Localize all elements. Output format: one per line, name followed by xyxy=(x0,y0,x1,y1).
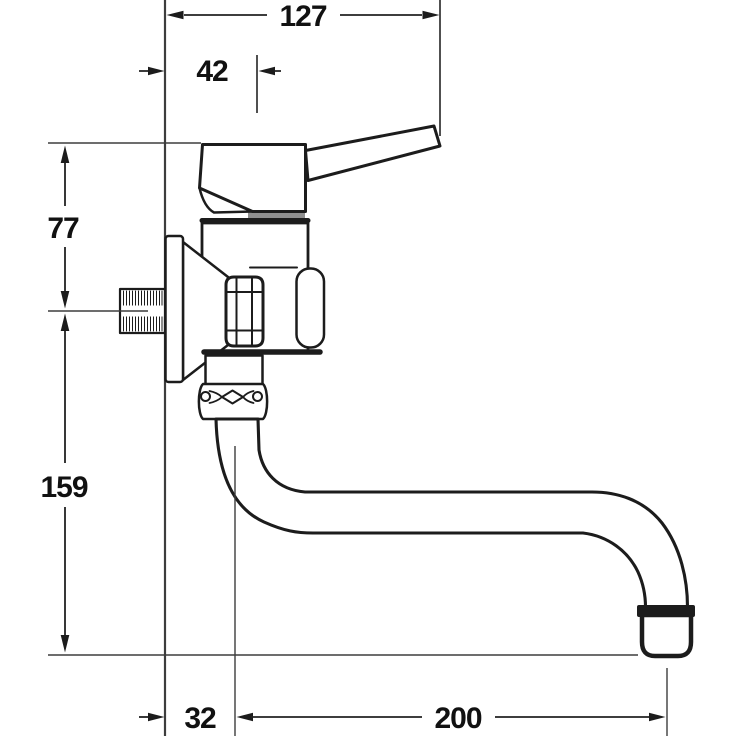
dimensions: 127 42 77 159 32 xyxy=(40,0,668,736)
knurl-right-dot xyxy=(252,391,263,402)
wall-flange xyxy=(164,234,185,384)
dim-arrow-127-right xyxy=(422,10,440,20)
reference-lines xyxy=(48,0,638,736)
dim-arrow-77-top xyxy=(60,145,70,163)
cartridge-seam xyxy=(248,212,305,219)
dim-top-to-inlet-axis: 77 xyxy=(47,145,80,309)
cap-skirt-curve xyxy=(198,186,254,214)
hex-nut-chamfer-lines xyxy=(225,291,264,332)
dim-arrow-127-left xyxy=(166,10,184,20)
spout-neck xyxy=(204,354,264,386)
dim-arrow-159-top xyxy=(60,313,70,331)
dim-wall-to-spout-axis: 32 xyxy=(139,446,253,736)
dim-arrow-42-right xyxy=(258,66,275,76)
dim-arrow-77-bottom xyxy=(60,291,70,309)
dim-label-42: 42 xyxy=(196,55,228,88)
knurl-left-dot xyxy=(200,391,211,402)
lever-handle xyxy=(304,124,442,182)
hex-nut xyxy=(224,275,265,348)
faucet-drawing xyxy=(48,124,695,659)
dim-arrow-32-left xyxy=(148,712,165,722)
dim-label-32: 32 xyxy=(184,702,216,735)
body-side-cap xyxy=(295,267,326,349)
dim-wall-to-body-axis: 42 xyxy=(139,55,281,88)
dim-label-77: 77 xyxy=(47,212,79,245)
dim-spout-reach: 200 xyxy=(251,668,668,736)
dim-inlet-axis-to-outlet: 159 xyxy=(40,313,89,653)
dim-label-200: 200 xyxy=(434,702,481,735)
dim-label-127: 127 xyxy=(279,0,326,33)
dim-arrow-159-bottom xyxy=(60,635,70,653)
dim-arrow-32-right xyxy=(236,712,253,722)
dim-arrow-42-left xyxy=(148,66,165,76)
dim-label-159: 159 xyxy=(40,471,87,504)
hex-nut-facet-lines xyxy=(235,277,253,346)
dim-handle-projection: 127 xyxy=(166,0,440,33)
knurl-curves xyxy=(208,390,255,404)
spout-tube xyxy=(214,417,690,609)
dim-arrow-200-right xyxy=(649,712,666,722)
cartridge-cap xyxy=(198,143,307,213)
aerator xyxy=(639,612,694,659)
